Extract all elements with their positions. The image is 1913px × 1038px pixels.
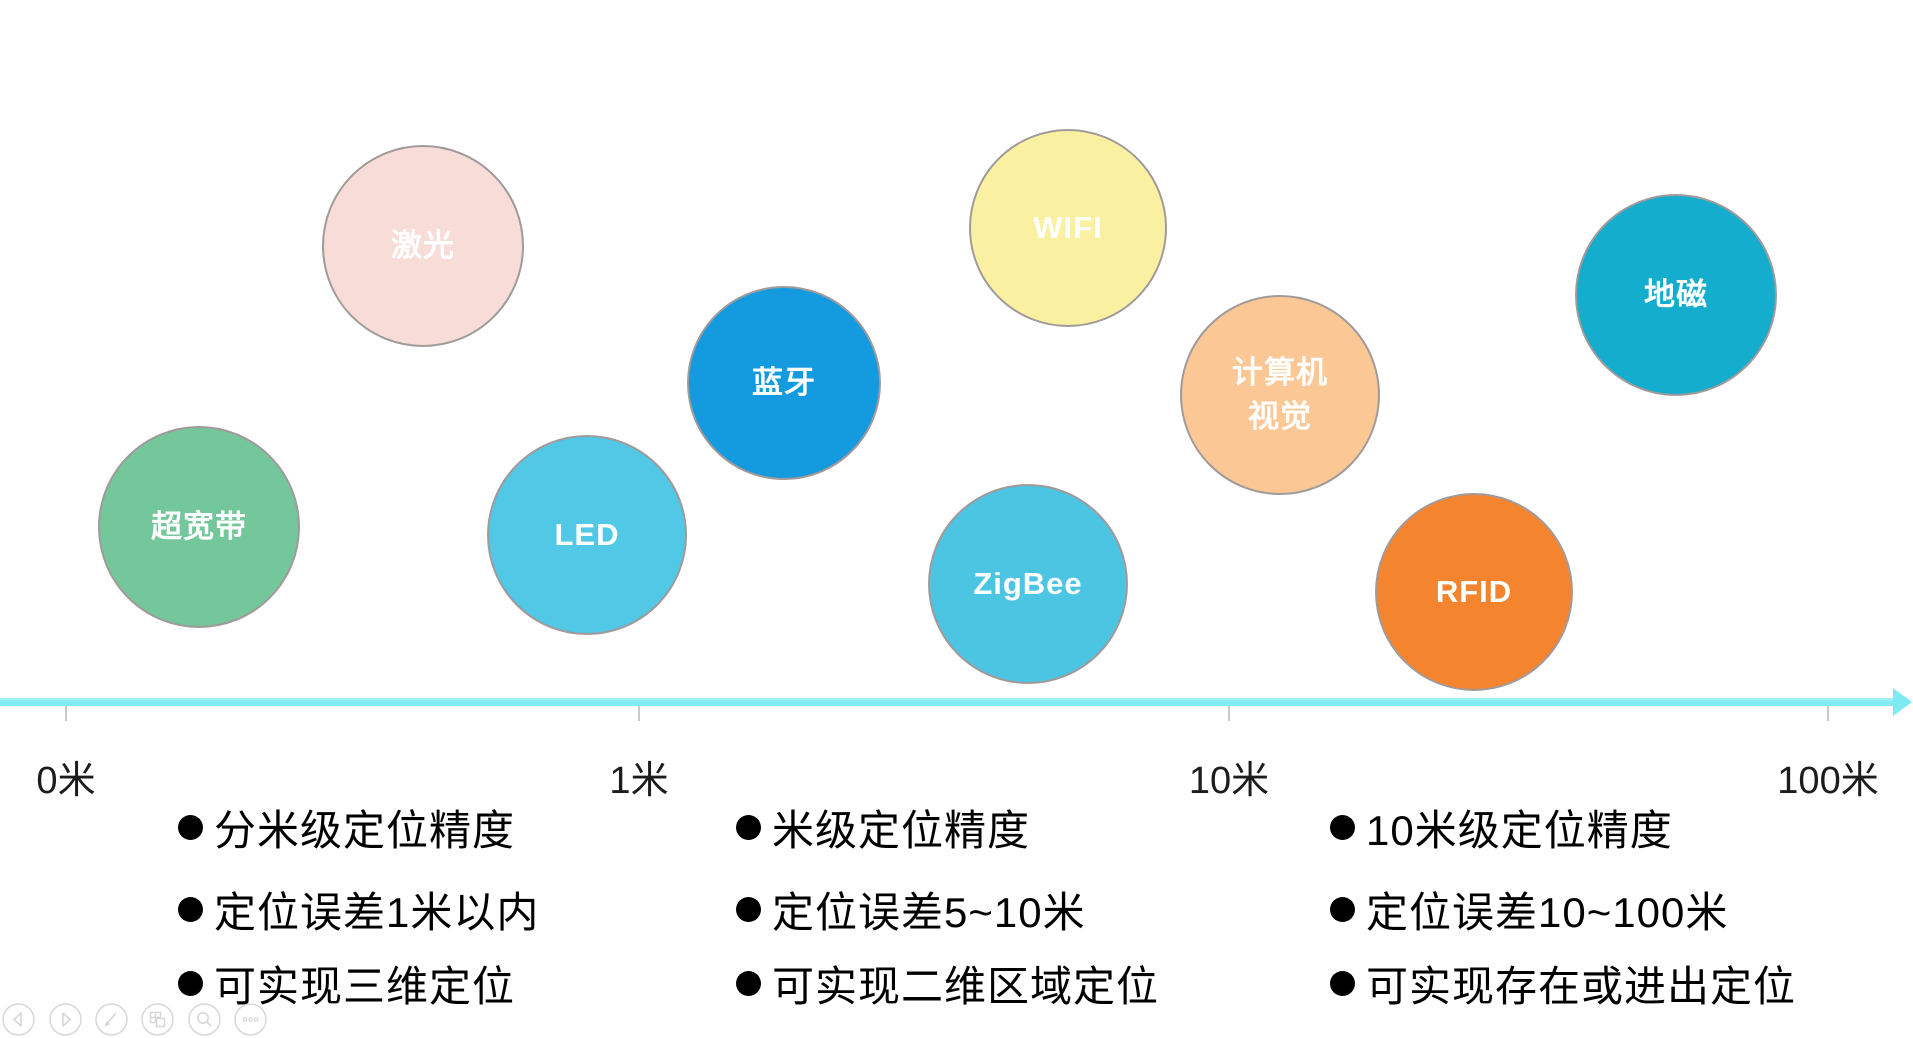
slides-icon [140, 1002, 174, 1036]
bubble-zigbee: ZigBee [928, 484, 1128, 684]
bubble-label: RFID [1435, 573, 1513, 609]
axis-tick-label: 10米 [1188, 760, 1270, 802]
zoom-view-button[interactable] [187, 1002, 221, 1036]
legend-item-col3-row3: 可实现存在或进出定位 [1330, 953, 1796, 1014]
legend-item-text: 定位误差1米以内 [214, 889, 540, 936]
next-slide-button[interactable] [48, 1002, 82, 1036]
bullet-dot-icon [736, 815, 761, 840]
legend-item-col3-row2: 定位误差10~100米 [1330, 879, 1728, 940]
legend-item-text: 定位误差5~10米 [772, 889, 1086, 936]
axis-tick-label: 0米 [36, 760, 96, 802]
bubble-label: WIFI [1033, 209, 1103, 245]
bubble-led: LED [487, 435, 687, 635]
legend-item-col1-row1: 分米级定位精度 [178, 797, 515, 858]
axis-tick-label: 100米 [1777, 760, 1879, 802]
legend-item-col1-row3: 可实现三维定位 [178, 953, 515, 1014]
bubble-bluetooth: 蓝牙 [687, 286, 881, 480]
bubble-label: 地磁 [1644, 276, 1708, 312]
legend-item-text: 可实现二维区域定位 [772, 963, 1160, 1010]
more-options-button[interactable] [233, 1002, 267, 1036]
legend-item-text: 可实现三维定位 [214, 963, 516, 1010]
legend-item-text: 米级定位精度 [772, 807, 1031, 854]
legend-item-col2-row1: 米级定位精度 [736, 797, 1030, 858]
legend-item-col3-row1: 10米级定位精度 [1330, 797, 1673, 858]
bubble-label: LED [554, 516, 620, 552]
legend-item-text: 定位误差10~100米 [1366, 889, 1729, 936]
bullet-dot-icon [178, 815, 203, 840]
bubble-label: ZigBee [973, 565, 1083, 601]
legend-item-text: 分米级定位精度 [214, 807, 516, 854]
bubble-label: 蓝牙 [752, 364, 816, 400]
axis-tick [65, 706, 67, 721]
pen-annotate-button[interactable] [94, 1002, 128, 1036]
bubble-label: 超宽带 [151, 508, 247, 544]
x-axis-line [0, 698, 1894, 706]
axis-tick [1827, 706, 1829, 721]
bullet-dot-icon [178, 971, 203, 996]
legend-item-col1-row2: 定位误差1米以内 [178, 879, 539, 940]
bubble-label: 激光 [391, 227, 455, 263]
bullet-dot-icon [1330, 971, 1355, 996]
bullet-dot-icon [1330, 815, 1355, 840]
bullet-dot-icon [736, 971, 761, 996]
bubble-label: 计算机 视觉 [1232, 354, 1328, 434]
bubble-rfid: RFID [1375, 493, 1573, 691]
previous-slide-button[interactable] [1, 1002, 35, 1036]
legend-item-text: 可实现存在或进出定位 [1366, 963, 1797, 1010]
arrow-right-icon [1893, 688, 1912, 716]
bullet-dot-icon [736, 897, 761, 922]
slide-thumbnails-button[interactable] [140, 1002, 174, 1036]
bubble-uwb: 超宽带 [98, 426, 300, 628]
chevron-left-icon [1, 1002, 35, 1036]
magnifier-icon [187, 1002, 221, 1036]
bubble-wifi: WIFI [969, 129, 1167, 327]
axis-tick [638, 706, 640, 721]
legend-item-text: 10米级定位精度 [1366, 807, 1673, 854]
axis-tick [1228, 706, 1230, 721]
pen-icon [94, 1002, 128, 1036]
bullet-dot-icon [178, 897, 203, 922]
bubble-geomagnetic: 地磁 [1575, 194, 1777, 396]
bubble-laser: 激光 [322, 145, 524, 347]
legend-item-col2-row3: 可实现二维区域定位 [736, 953, 1159, 1014]
chevron-right-icon [48, 1002, 82, 1036]
legend-item-col2-row2: 定位误差5~10米 [736, 879, 1086, 940]
bubble-computer-vision: 计算机 视觉 [1180, 295, 1380, 495]
bullet-dot-icon [1330, 897, 1355, 922]
axis-tick-label: 1米 [609, 760, 669, 802]
ellipsis-icon [233, 1002, 267, 1036]
